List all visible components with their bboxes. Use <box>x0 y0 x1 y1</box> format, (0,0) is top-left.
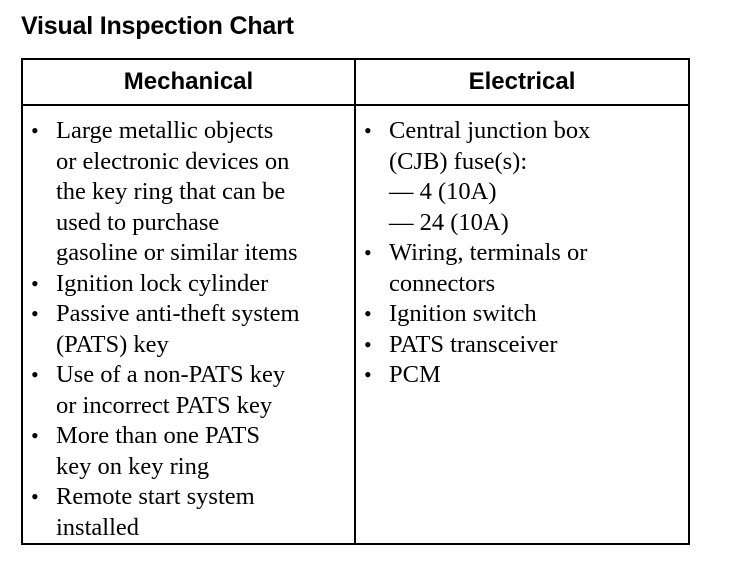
electrical-list-item: • Wiring, terminals or connectors <box>364 238 688 299</box>
mechanical-item-line: gasoline or similar items <box>56 239 298 266</box>
electrical-item-line: Wiring, terminals or <box>389 239 588 266</box>
electrical-item-line: connectors <box>389 269 496 297</box>
table-header-row: Mechanical Electrical <box>21 58 690 106</box>
electrical-column-header: Electrical <box>354 58 690 106</box>
mechanical-list-item: • Large metallic objects or electronic dev… <box>31 116 354 269</box>
mechanical-item-line: Ignition lock cylinder <box>56 269 269 297</box>
electrical-item-line: — 4 (10A) <box>389 178 497 205</box>
mechanical-item-line: the key ring that can be <box>56 178 286 205</box>
electrical-item-line: Ignition switch <box>389 300 537 327</box>
electrical-item-line: PCM <box>389 361 441 388</box>
bullet-icon: • <box>31 301 39 326</box>
electrical-list-item: • Ignition switch <box>364 299 688 330</box>
electrical-cell: • Central junction box (CJB) fuse(s): — 4 (… <box>354 104 690 545</box>
electrical-list-item: • Central junction box (CJB) fuse(s): — 4 (… <box>364 116 688 238</box>
mechanical-item-line: or electronic devices on <box>56 147 290 175</box>
bullet-icon: • <box>364 240 372 265</box>
mechanical-list: • Large metallic objects or electronic dev… <box>23 116 354 543</box>
mechanical-list-item: • Ignition lock cylinder <box>31 269 354 300</box>
electrical-item-line: — 24 (10A) <box>389 208 509 236</box>
mechanical-cell: • Large metallic objects or electronic dev… <box>21 104 356 545</box>
mechanical-item-line: used to purchase <box>56 208 220 236</box>
mechanical-list-item: • Remote start system installed <box>31 482 354 543</box>
bullet-icon: • <box>364 118 372 143</box>
electrical-item-line: (CJB) fuse(s): <box>389 147 528 175</box>
bullet-icon: • <box>364 301 372 326</box>
mechanical-list-item: • More than one PATS key on key ring <box>31 421 354 482</box>
mechanical-column-header: Mechanical <box>21 58 356 106</box>
mechanical-item-line: Use of a non-PATS key <box>56 361 286 388</box>
electrical-item-line: PATS transceiver <box>389 330 558 358</box>
electrical-list-item: • PCM <box>364 360 688 391</box>
mechanical-item-line: More than one PATS <box>56 422 260 449</box>
bullet-icon: • <box>364 331 372 357</box>
electrical-list: • Central junction box (CJB) fuse(s): — 4 (… <box>356 116 688 391</box>
bullet-icon: • <box>364 362 372 387</box>
mechanical-list-item: • Use of a non-PATS key or incorrect PATS … <box>31 360 354 421</box>
mechanical-item-line: or incorrect PATS key <box>56 391 273 419</box>
mechanical-item-line: installed <box>56 513 140 541</box>
mechanical-item-line: (PATS) key <box>56 330 169 358</box>
inspection-table: Mechanical Electrical • Large metallic ob… <box>21 58 690 545</box>
bullet-icon: • <box>31 118 39 143</box>
bullet-icon: • <box>31 270 39 296</box>
bullet-icon: • <box>31 484 39 509</box>
bullet-icon: • <box>31 423 39 448</box>
mechanical-item-line: key on key ring <box>56 452 210 480</box>
table-body-row: • Large metallic objects or electronic dev… <box>21 104 690 545</box>
mechanical-item-line: Large metallic objects <box>56 117 274 144</box>
electrical-list-item: • PATS transceiver <box>364 330 688 361</box>
mechanical-list-item: • Passive anti-theft system (PATS) key <box>31 299 354 360</box>
chart-title: Visual Inspection Chart <box>21 12 294 40</box>
electrical-item-line: Central junction box <box>389 117 591 144</box>
mechanical-item-line: Passive anti-theft system <box>56 300 300 327</box>
bullet-icon: • <box>31 362 39 387</box>
mechanical-item-line: Remote start system <box>56 483 255 510</box>
